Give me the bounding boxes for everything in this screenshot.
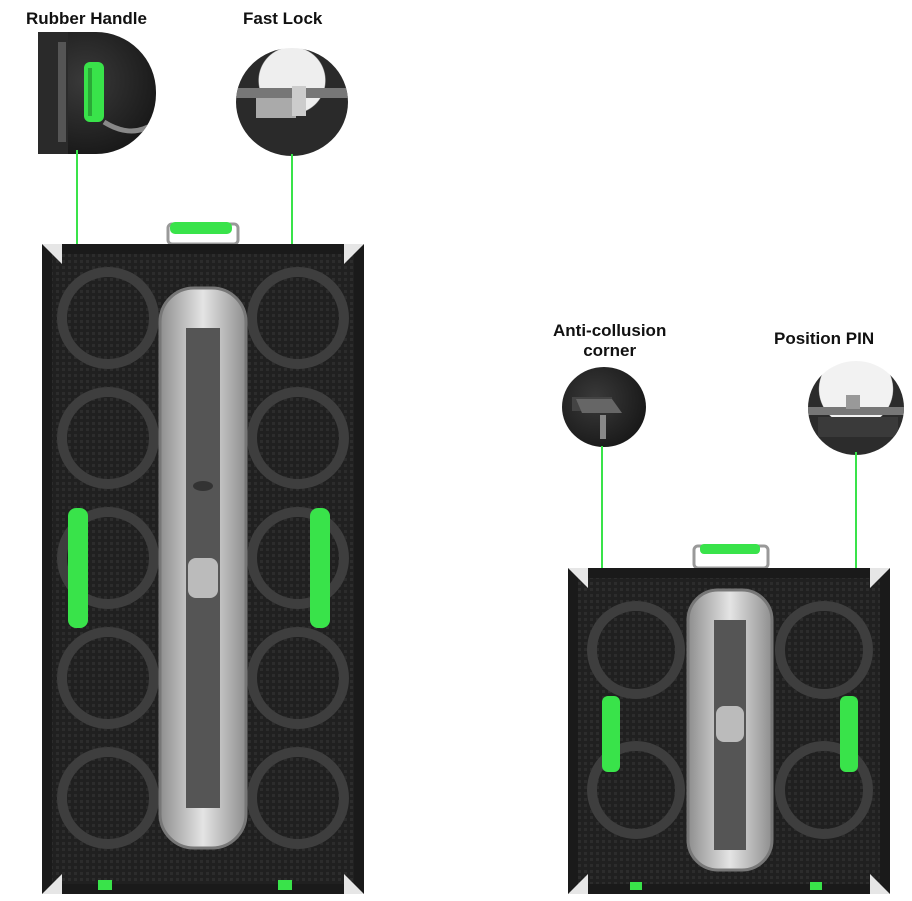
rubber-handle-detail-art (38, 32, 150, 154)
position-pin-detail (808, 361, 904, 455)
anti-collision-label: Anti-collusion corner (553, 321, 666, 361)
tall-cabinet (42, 222, 364, 894)
rubber-handle-label: Rubber Handle (26, 9, 147, 28)
anti-collision-label-line2: corner (583, 341, 637, 360)
anti-collision-label-line1: Anti-collusion (553, 321, 667, 340)
fast-lock-label: Fast Lock (243, 9, 323, 28)
position-pin-art (808, 395, 904, 437)
rubber-handle-detail (38, 32, 156, 154)
square-cabinet (568, 544, 890, 894)
position-pin-label: Position PIN (774, 329, 875, 348)
anti-collision-leader (601, 446, 603, 570)
anti-collision-corner-art (572, 397, 622, 439)
fast-lock-detail-art (236, 86, 348, 118)
fast-lock-detail (236, 48, 348, 156)
position-pin-leader (855, 452, 857, 572)
fast-lock-leader (291, 154, 293, 244)
anti-collision-corner-detail (562, 367, 646, 447)
